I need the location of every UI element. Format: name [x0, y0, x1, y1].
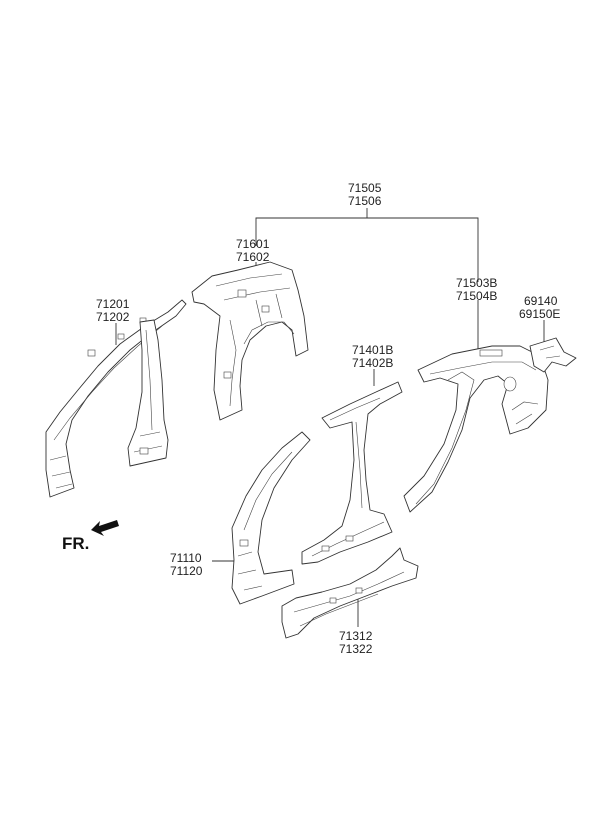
label-71110: 71110	[170, 551, 202, 565]
label-71601: 71601	[236, 237, 270, 251]
label-69140: 69140	[524, 294, 558, 308]
side-outer-front-pillar-part	[231, 431, 311, 605]
quarter-panel-outer-part	[403, 345, 549, 513]
arrow-down-left-icon	[91, 520, 119, 536]
front-direction-label: FR.	[62, 534, 90, 553]
label-71602: 71602	[236, 250, 270, 264]
side-sill-panel-part	[281, 547, 419, 639]
label-71312: 71312	[339, 629, 373, 643]
label-71202: 71202	[96, 310, 130, 324]
label-69150E: 69150E	[519, 307, 561, 321]
center-pillar-outer-part	[301, 381, 403, 565]
rear-wheel-house-inner-part	[191, 261, 309, 421]
label-71401B: 71401B	[352, 343, 394, 357]
label-71506: 71506	[348, 194, 382, 208]
front-pillar-inner-part	[45, 299, 187, 498]
label-71201: 71201	[96, 297, 130, 311]
label-71402B: 71402B	[352, 356, 394, 370]
label-71322: 71322	[339, 642, 373, 656]
fuel-filler-bracket-part	[529, 337, 577, 373]
label-71120: 71120	[170, 564, 203, 578]
label-71503B: 71503B	[456, 276, 498, 290]
label-71505: 71505	[348, 181, 382, 195]
label-71504B: 71504B	[456, 289, 498, 303]
